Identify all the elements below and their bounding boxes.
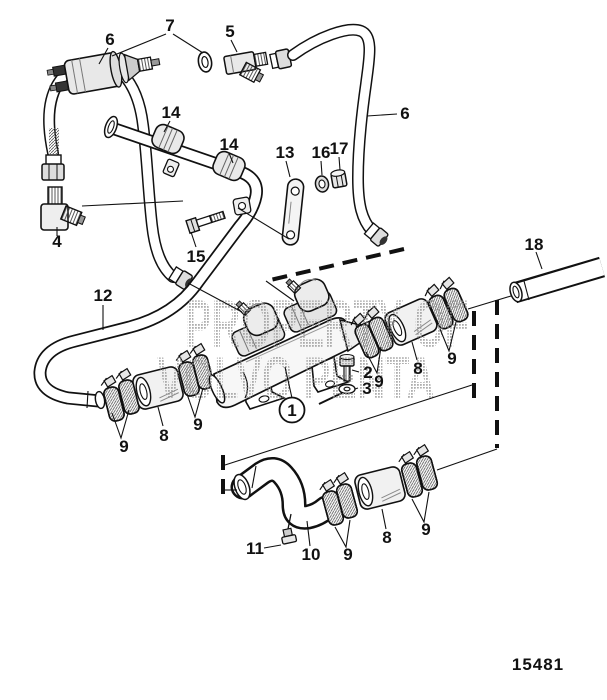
bypass-pipe-10 <box>230 457 339 545</box>
projection-lines <box>187 207 512 497</box>
watermark: PROPERTY OF VOLVO PENTA <box>157 286 469 412</box>
leader-lines <box>56 33 543 549</box>
pipe-tab <box>162 158 180 178</box>
callout-18: 18 <box>525 235 544 254</box>
callout-12: 12 <box>94 286 113 305</box>
bolt-2 <box>339 353 355 382</box>
callout-14: 14 <box>162 103 181 122</box>
callouts: 7 5 6 6 14 14 13 16 17 4 15 12 18 2 3 8 … <box>52 16 543 564</box>
washer-16 <box>314 175 330 193</box>
water-elbow <box>293 278 330 313</box>
callout-8: 8 <box>382 528 391 547</box>
callout-6: 6 <box>400 104 409 123</box>
callout-9: 9 <box>119 437 128 456</box>
callout-8: 8 <box>413 359 422 378</box>
callout-4: 4 <box>52 232 62 251</box>
sleeve-8 <box>352 464 408 512</box>
hose-nut <box>269 48 293 70</box>
nut-17 <box>330 169 348 189</box>
elbow-fitting-4 <box>40 186 184 231</box>
callout-8: 8 <box>159 426 168 445</box>
callout-14: 14 <box>220 135 239 154</box>
water-pipe-12 <box>33 115 263 410</box>
callout-11: 11 <box>246 539 264 558</box>
drain-plug-11 <box>281 527 298 545</box>
sender-7 <box>46 50 161 95</box>
callout-16: 16 <box>312 143 331 162</box>
callout-7: 7 <box>165 16 174 35</box>
callout-9: 9 <box>343 545 352 564</box>
hose-right <box>287 23 389 247</box>
callout-6: 6 <box>105 30 114 49</box>
callout-15: 15 <box>187 247 206 266</box>
pipe-18 <box>509 256 605 304</box>
callout-2: 2 <box>363 363 372 382</box>
callout-5: 5 <box>225 22 234 41</box>
bolt-15 <box>185 210 226 235</box>
strap-13 <box>281 178 305 246</box>
water-elbow <box>242 302 279 337</box>
hose-texture <box>49 128 59 154</box>
callout-9: 9 <box>374 372 383 391</box>
t-fitting-5 <box>223 51 269 84</box>
callout-9: 9 <box>193 415 202 434</box>
watermark-line1: PROPERTY OF <box>185 286 469 362</box>
callout-9: 9 <box>447 349 456 368</box>
callout-17: 17 <box>330 139 349 158</box>
nipple <box>285 278 302 295</box>
callout-1: 1 <box>287 401 296 420</box>
callout-9: 9 <box>421 520 430 539</box>
callout-1-circled: 1 <box>278 396 306 424</box>
callout-10: 10 <box>302 545 321 564</box>
figure-number: 15481 <box>512 655 564 674</box>
pipe-tab <box>232 196 252 216</box>
sender-washer <box>197 51 213 73</box>
callout-3: 3 <box>362 379 371 398</box>
callout-13: 13 <box>276 143 295 162</box>
mount-pointer-line <box>318 392 343 405</box>
